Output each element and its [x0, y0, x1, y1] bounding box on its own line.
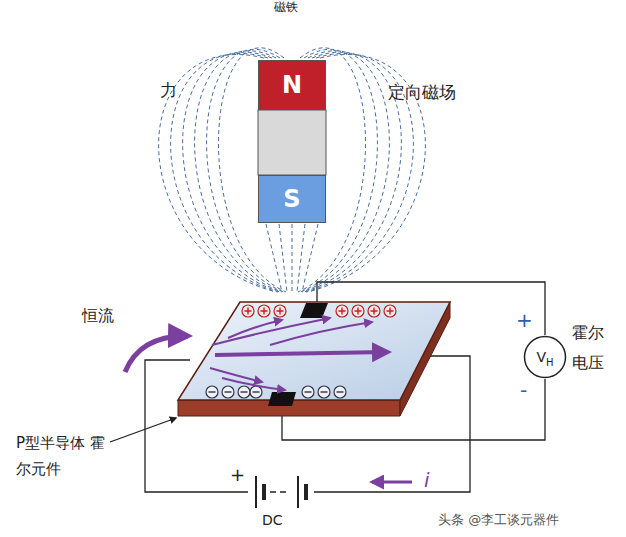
element-label: P型半导体 霍尔元件: [16, 430, 116, 482]
current-arrow: [125, 336, 188, 372]
magnet-north-pole: N: [258, 60, 326, 110]
magnet-body: [258, 110, 326, 175]
current-label: 恒流: [82, 306, 114, 325]
polarity-sign: -: [520, 378, 527, 402]
electrode: [268, 392, 296, 406]
current-symbol: i: [424, 468, 430, 492]
field-label: 定向磁场: [388, 82, 456, 102]
source-label: DC: [262, 512, 283, 529]
subscript: H: [546, 357, 554, 368]
polarity-sign: +: [516, 308, 533, 332]
electrode: [300, 303, 328, 318]
leader-line: [110, 418, 176, 442]
field-lines: [159, 48, 426, 292]
charges: [206, 305, 396, 398]
carrier-arrows: [210, 318, 388, 390]
voltage-label: 霍尔 电压: [572, 318, 610, 378]
voltmeter: VH: [523, 335, 567, 379]
battery-symbol: [248, 474, 314, 510]
current-arrow: [372, 481, 412, 484]
node-text: V: [536, 349, 546, 365]
node-text: S: [283, 185, 300, 213]
watermark: 头条 @李工谈元器件: [438, 512, 559, 528]
magnet-south-pole: S: [258, 175, 326, 223]
node-text: N: [282, 71, 302, 99]
magnet-label: 磁铁: [274, 0, 298, 14]
wires: [145, 282, 545, 492]
hall-plate: [178, 302, 450, 416]
polarity-sign: +: [230, 464, 245, 486]
force-label: 力: [160, 80, 177, 100]
